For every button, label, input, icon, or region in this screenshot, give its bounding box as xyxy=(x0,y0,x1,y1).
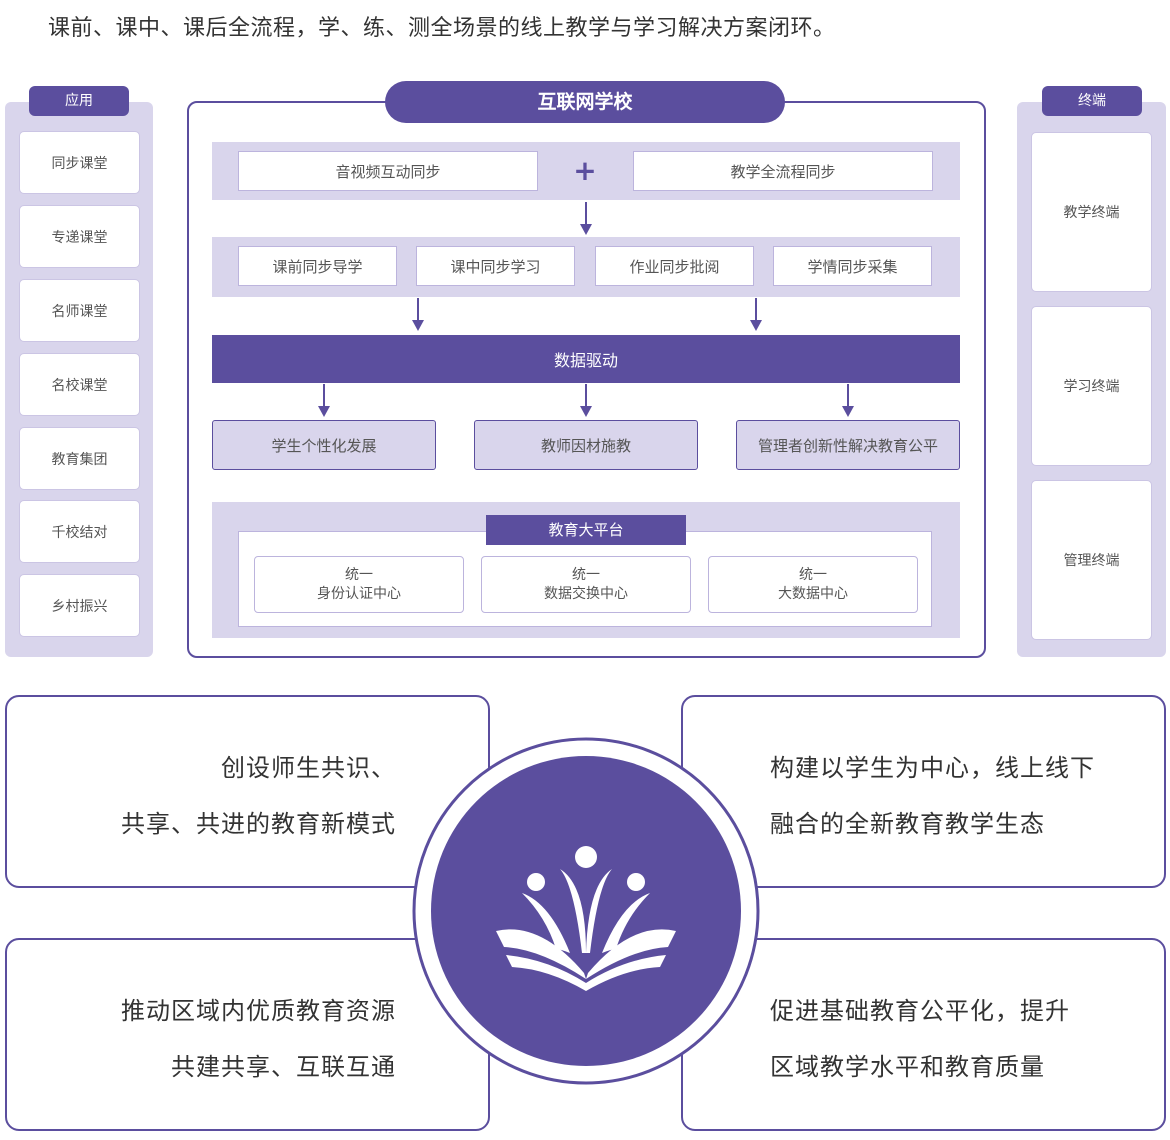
arrow-down-icon xyxy=(412,298,424,331)
open-book-people-icon xyxy=(496,846,676,991)
application-item[interactable]: 教育集团 xyxy=(19,427,140,490)
teaching-sync-box[interactable]: 教学全流程同步 xyxy=(633,151,933,191)
terminal-item[interactable]: 教学终端 xyxy=(1031,132,1152,292)
process-item[interactable]: 课中同步学习 xyxy=(416,246,575,286)
outcome-student[interactable]: 学生个性化发展 xyxy=(212,420,436,470)
process-item[interactable]: 作业同步批阅 xyxy=(595,246,754,286)
unify-center-name: 数据交换中心 xyxy=(544,585,628,602)
application-item[interactable]: 名师课堂 xyxy=(19,279,140,342)
unify-center-name: 身份认证中心 xyxy=(317,585,401,602)
unify-label: 统一 xyxy=(799,566,827,583)
arrow-down-icon xyxy=(580,384,592,417)
terminal-item[interactable]: 管理终端 xyxy=(1031,480,1152,640)
outcome-manager[interactable]: 管理者创新性解决教育公平 xyxy=(736,420,960,470)
unify-big-data-center[interactable]: 统一 大数据中心 xyxy=(708,556,918,613)
outcome-teacher[interactable]: 教师因材施教 xyxy=(474,420,698,470)
terminal-tag: 终端 xyxy=(1042,86,1142,116)
card-top-left-text: 创设师生共识、 共享、共进的教育新模式 xyxy=(40,740,396,852)
center-emblem xyxy=(412,737,760,1085)
application-item[interactable]: 专递课堂 xyxy=(19,205,140,268)
card-line: 创设师生共识、 xyxy=(221,754,396,782)
card-bottom-left-text: 推动区域内优质教育资源 共建共享、互联互通 xyxy=(40,983,396,1095)
process-item[interactable]: 学情同步采集 xyxy=(773,246,932,286)
unify-label: 统一 xyxy=(572,566,600,583)
card-line: 构建以学生为中心，线上线下 xyxy=(770,754,1095,782)
card-top-right-text: 构建以学生为中心，线上线下 融合的全新教育教学生态 xyxy=(770,740,1150,852)
card-line: 共建共享、互联互通 xyxy=(171,1053,396,1081)
application-tag: 应用 xyxy=(29,86,129,116)
unify-label: 统一 xyxy=(345,566,373,583)
arrow-down-icon xyxy=(580,202,592,235)
arrow-down-icon xyxy=(750,298,762,331)
platform-title: 教育大平台 xyxy=(486,515,686,545)
process-item[interactable]: 课前同步导学 xyxy=(238,246,397,286)
card-line: 促进基础教育公平化，提升 xyxy=(770,997,1070,1025)
arrow-down-icon xyxy=(842,384,854,417)
av-sync-box[interactable]: 音视频互动同步 xyxy=(238,151,538,191)
arrow-down-icon xyxy=(318,384,330,417)
card-bottom-left xyxy=(5,938,490,1131)
card-bottom-right-text: 促进基础教育公平化，提升 区域教学水平和教育质量 xyxy=(770,983,1150,1095)
card-line: 区域教学水平和教育质量 xyxy=(770,1053,1045,1081)
card-top-left xyxy=(5,695,490,888)
card-line: 融合的全新教育教学生态 xyxy=(770,810,1045,838)
data-driven-bar: 数据驱动 xyxy=(212,335,960,383)
application-item[interactable]: 同步课堂 xyxy=(19,131,140,194)
unify-center-name: 大数据中心 xyxy=(778,585,848,602)
card-top-right xyxy=(681,695,1166,888)
unify-data-exchange-center[interactable]: 统一 数据交换中心 xyxy=(481,556,691,613)
plus-icon: + xyxy=(573,154,597,187)
card-line: 共享、共进的教育新模式 xyxy=(121,810,396,838)
terminal-item[interactable]: 学习终端 xyxy=(1031,306,1152,466)
application-item[interactable]: 名校课堂 xyxy=(19,353,140,416)
intro-text: 课前、课中、课后全流程，学、练、测全场景的线上教学与学习解决方案闭环。 xyxy=(48,16,836,41)
card-line: 推动区域内优质教育资源 xyxy=(121,997,396,1025)
application-item[interactable]: 千校结对 xyxy=(19,500,140,563)
internet-school-title: 互联网学校 xyxy=(385,81,785,123)
unify-identity-center[interactable]: 统一 身份认证中心 xyxy=(254,556,464,613)
application-item[interactable]: 乡村振兴 xyxy=(19,574,140,637)
